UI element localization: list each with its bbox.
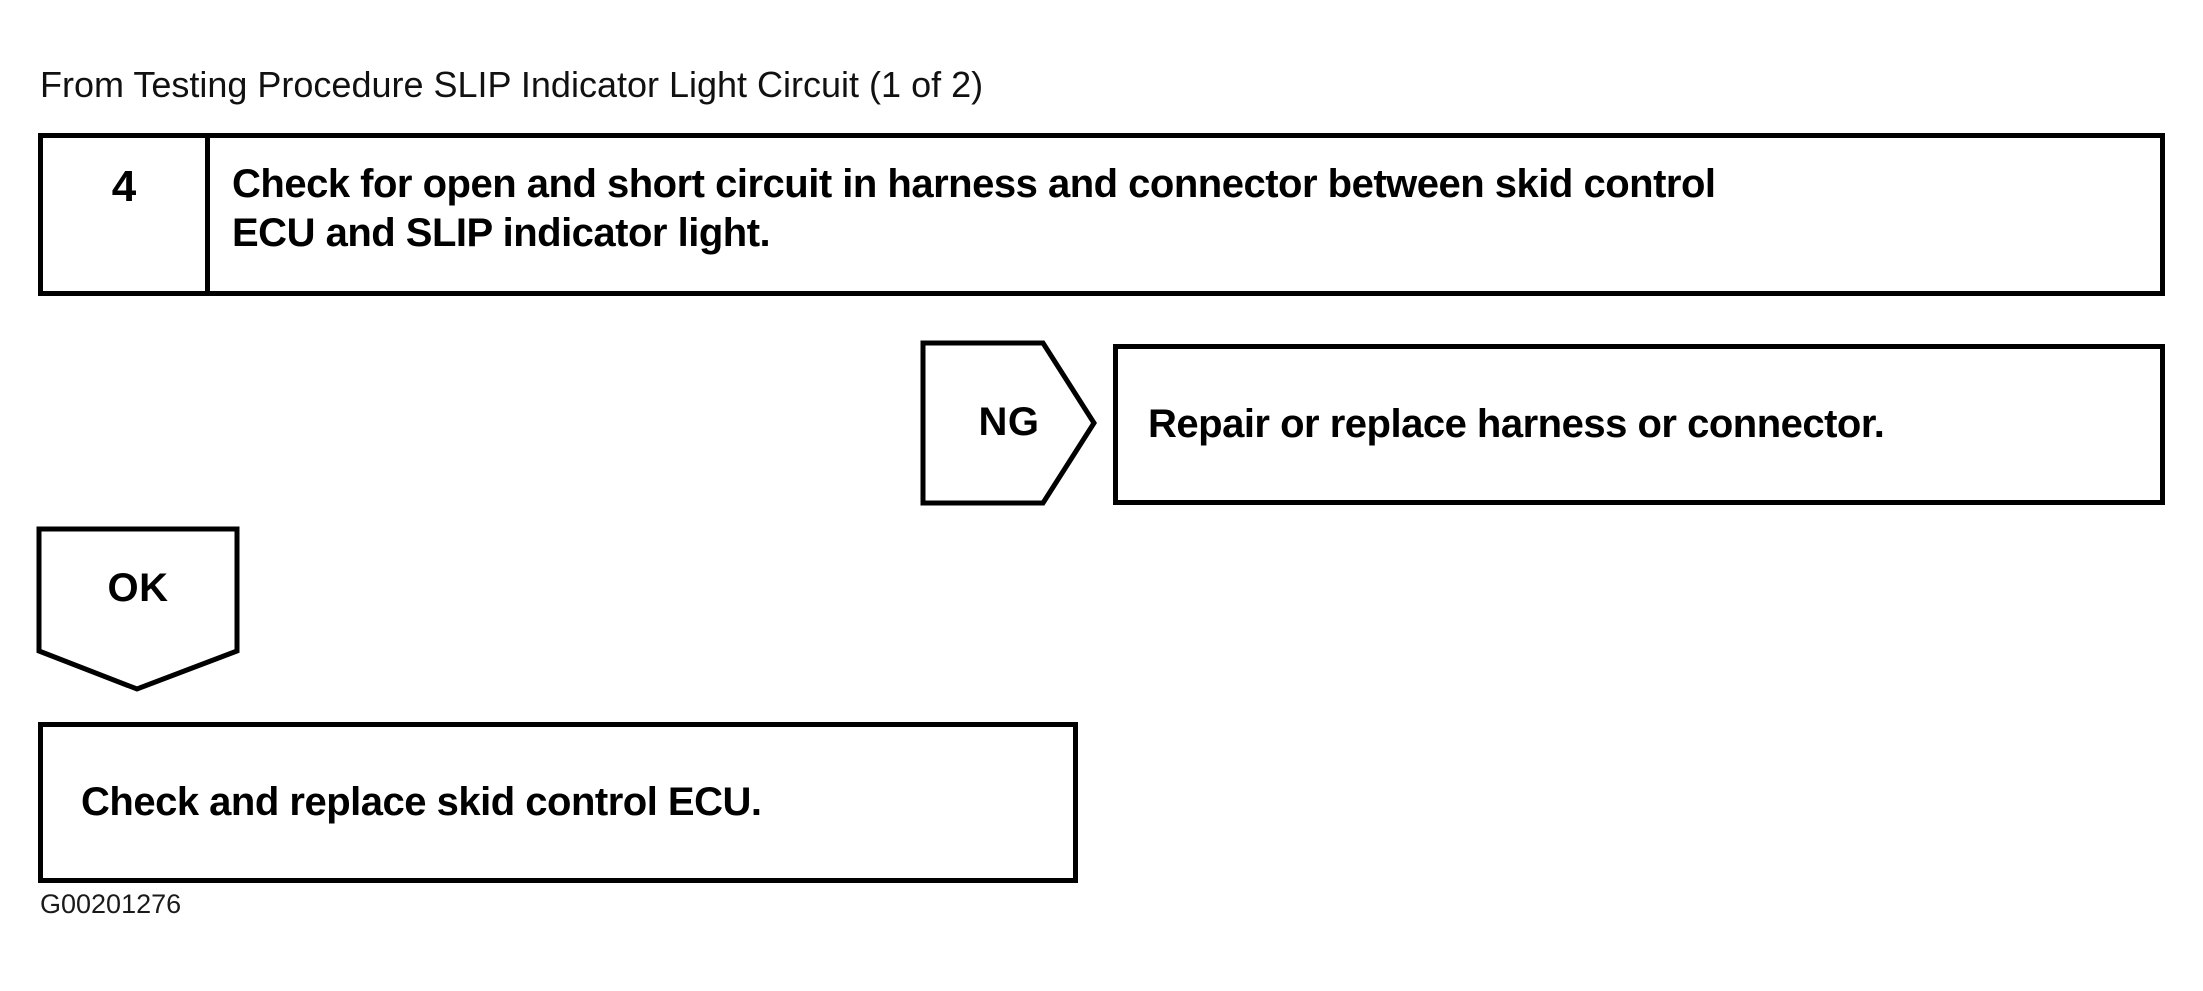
- ng-result-text: Repair or replace harness or connector.: [1148, 402, 1885, 446]
- figure-id: G00201276: [40, 889, 182, 919]
- source-reference-text: From Testing Procedure SLIP Indicator Li…: [40, 64, 984, 105]
- step-instruction-line-1: Check for open and short circuit in harn…: [232, 162, 1716, 206]
- step-number: 4: [43, 138, 210, 291]
- ng-label: NG: [978, 400, 1040, 444]
- ng-result-box: Repair or replace harness or connector.: [1113, 344, 2165, 505]
- ng-pentagon-right-icon: [920, 340, 1097, 506]
- ok-pentagon-down-icon: [36, 526, 240, 692]
- ok-label: OK: [107, 566, 169, 610]
- step-box: 4 Check for open and short circuit in ha…: [38, 133, 2165, 296]
- ok-branch-arrow: OK: [36, 526, 240, 692]
- step-instruction: Check for open and short circuit in harn…: [210, 138, 1746, 291]
- ok-result-box: Check and replace skid control ECU.: [38, 722, 1078, 883]
- ng-branch-arrow: NG: [920, 340, 1098, 506]
- ok-result-text: Check and replace skid control ECU.: [81, 780, 762, 824]
- step-instruction-line-2: ECU and SLIP indicator light.: [232, 211, 771, 255]
